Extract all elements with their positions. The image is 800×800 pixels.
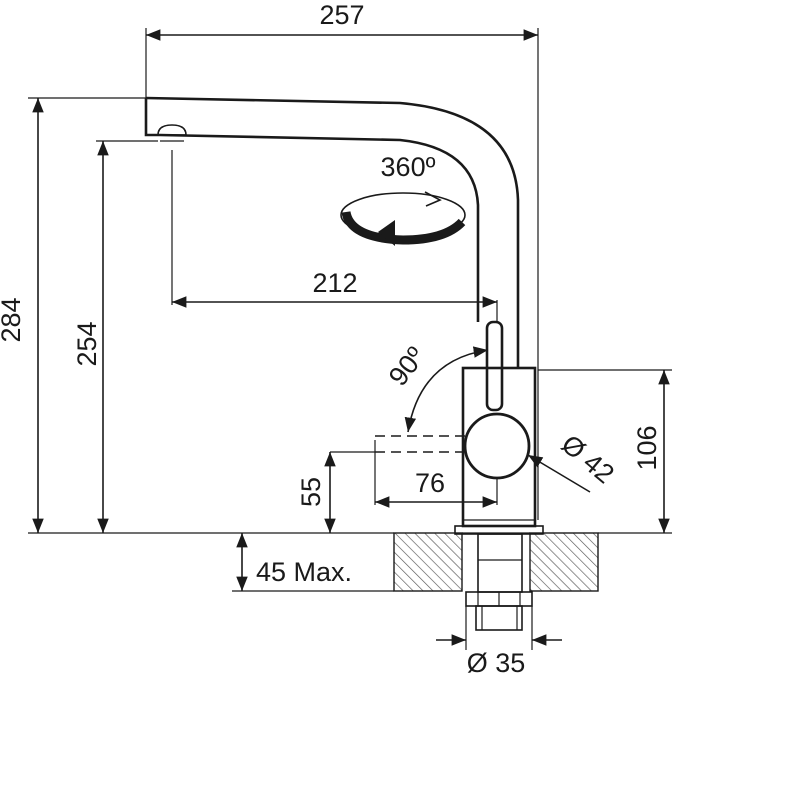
aerator — [157, 124, 187, 136]
dim-body-diameter: Ø 42 — [556, 429, 620, 490]
faucet — [144, 96, 544, 631]
shank-thread — [475, 605, 523, 631]
dim-lever-height: 55 — [296, 477, 326, 507]
dim-overall-height: 284 — [0, 297, 26, 342]
dimension-lines — [32, 29, 670, 646]
label-swivel-360: 360º — [381, 152, 436, 182]
lever-ball — [463, 412, 531, 480]
faucet-spout-inner — [144, 98, 480, 322]
lever-handle — [485, 320, 504, 412]
swivel-rotation-icon — [340, 191, 466, 246]
dim-counter-thickness: 45 Max. — [256, 557, 352, 587]
countertop — [393, 532, 599, 592]
shank — [477, 533, 523, 593]
dim-spout-height: 254 — [72, 321, 102, 366]
dim-spout-reach: 212 — [312, 268, 357, 298]
faucet-spout — [145, 96, 520, 368]
dim-body-height: 106 — [632, 425, 662, 470]
extension-lines — [28, 28, 672, 650]
dim-lever-length: 76 — [415, 468, 445, 498]
countertop-right-section — [529, 532, 599, 592]
dim-shank-diameter: Ø 35 — [467, 648, 526, 678]
countertop-left-section — [393, 532, 463, 592]
dim-overall-width: 257 — [319, 0, 364, 30]
label-lever-90: 90º — [383, 341, 431, 391]
